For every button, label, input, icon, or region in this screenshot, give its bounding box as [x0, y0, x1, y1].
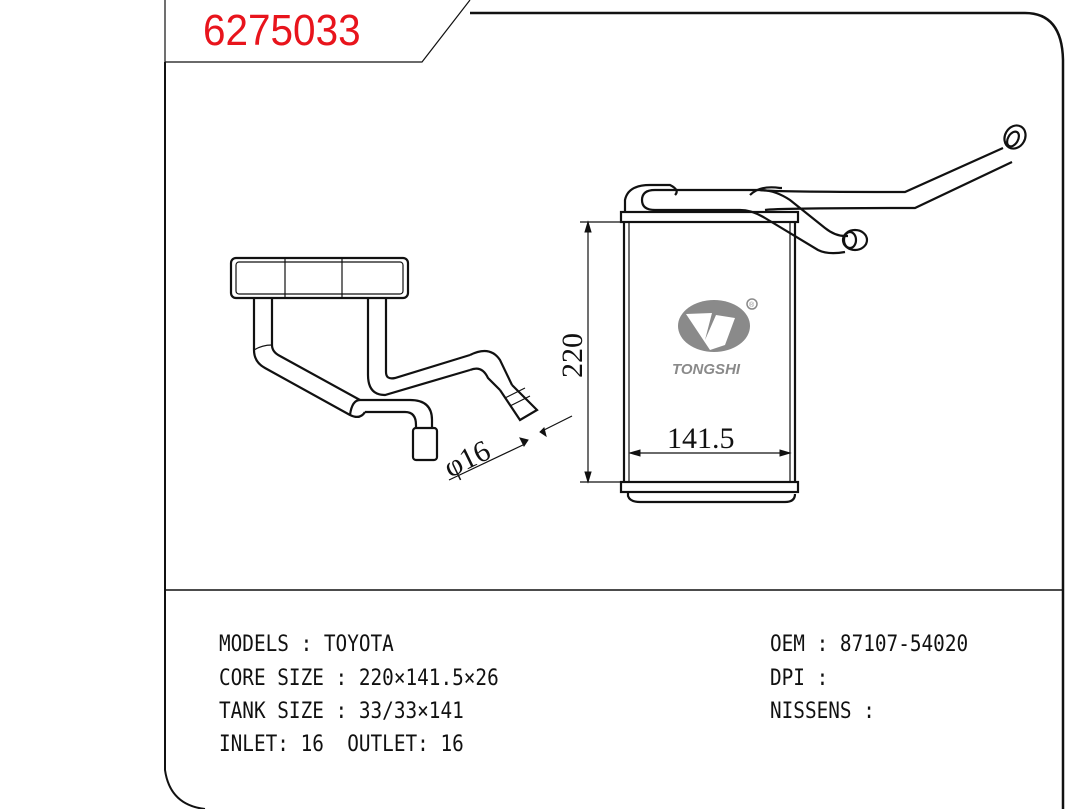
spec-dpi: DPI : [770, 666, 829, 691]
height-dimension-label: 220 [556, 333, 589, 378]
side-view-drawing [229, 256, 573, 481]
pipe-diameter-label: φ16 [439, 434, 496, 484]
spec-inlet-outlet: INLET: 16 OUTLET: 16 [219, 732, 464, 757]
spec-oem: OEM : 87107-54020 [770, 632, 969, 657]
part-number: 6275033 [203, 6, 361, 55]
spec-tank-size: TANK SIZE : 33/33×141 [219, 699, 464, 724]
svg-text:TONGSHI: TONGSHI [672, 361, 741, 378]
svg-text:®: ® [749, 301, 755, 309]
tongshi-logo: ® TONGSHI [672, 298, 758, 378]
spec-nissens: NISSENS : [770, 699, 875, 724]
spec-models: MODELS : TOYOTA [219, 632, 394, 657]
spec-core-size: CORE SIZE : 220×141.5×26 [219, 666, 499, 691]
front-view-drawing [580, 124, 1027, 504]
width-dimension-label: 141.5 [667, 422, 735, 455]
